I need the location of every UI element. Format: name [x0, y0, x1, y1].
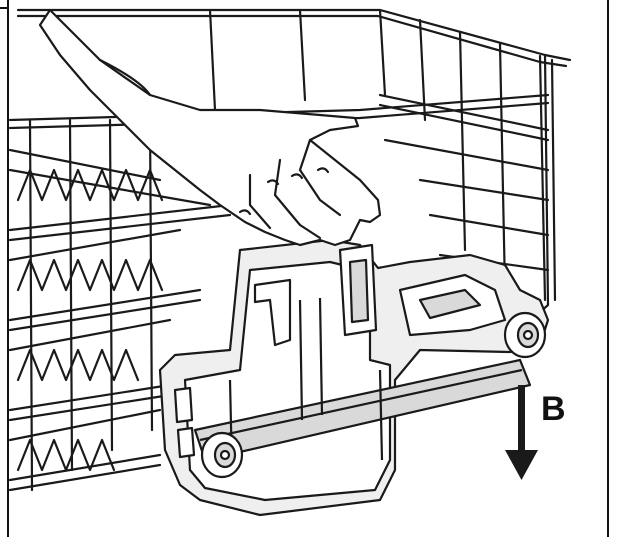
frame-border [0, 0, 609, 537]
hand [38, 8, 382, 247]
rail-wheel-right [503, 311, 547, 359]
callout-label-b: B [541, 390, 566, 428]
rail-wheel-left [200, 431, 244, 479]
basket-rail-mechanism [158, 238, 550, 517]
wire-basket [8, 8, 572, 492]
downward-arrow-icon [505, 385, 538, 480]
